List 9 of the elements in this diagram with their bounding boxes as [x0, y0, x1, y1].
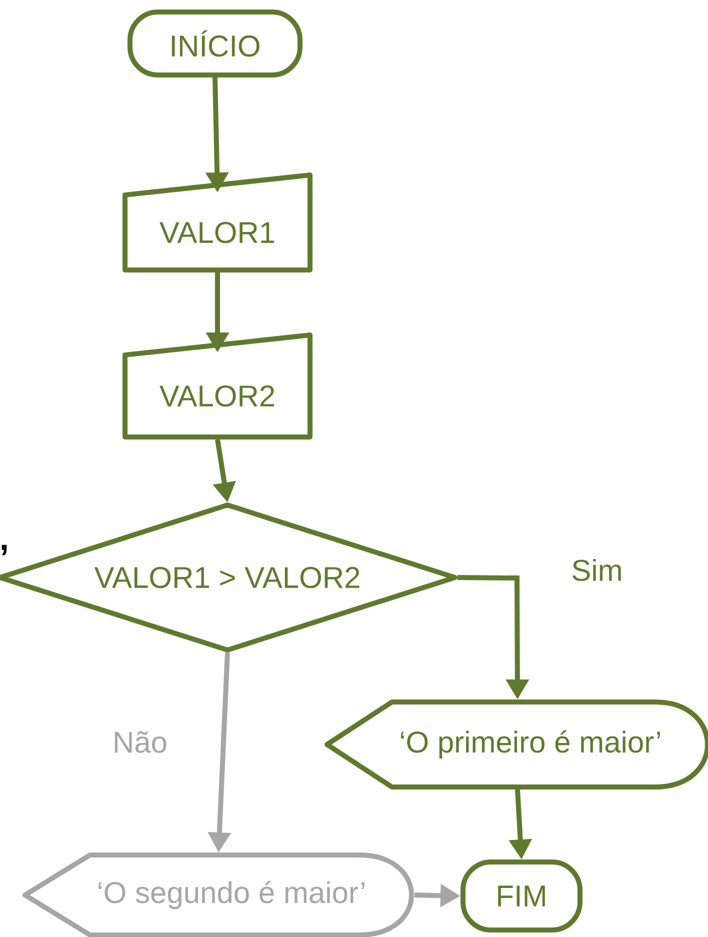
- display-box: ‘O primeiro é maior’: [324, 700, 708, 790]
- terminal-box: FIM: [460, 860, 582, 932]
- edge-label: Sim: [572, 559, 621, 582]
- input-box: VALOR1: [122, 172, 312, 272]
- terminal-box: INÍCIO: [128, 10, 302, 78]
- edge-label: Não: [114, 731, 166, 753]
- input-box: VALOR2: [122, 332, 312, 440]
- stray-mark: ,: [2, 544, 7, 556]
- display-box: ‘O segundo é maior’: [22, 852, 414, 937]
